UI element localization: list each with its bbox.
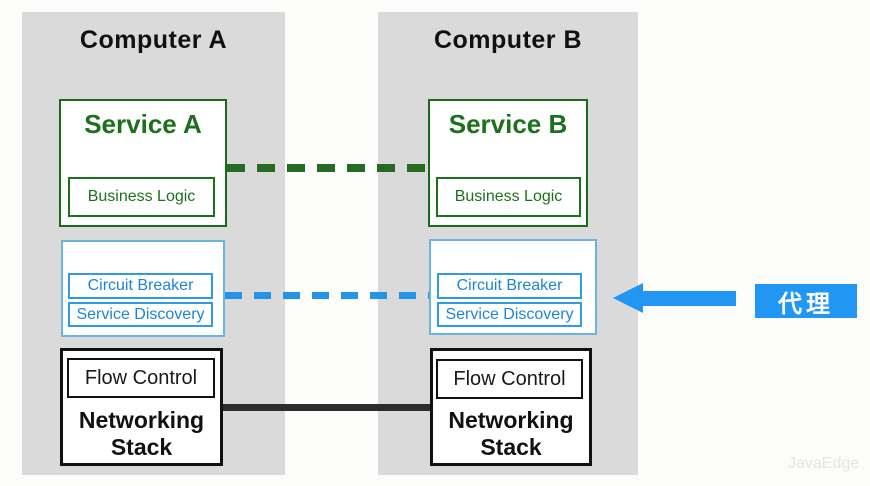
proxy-b-box: Circuit Breaker Service Discovery [429,239,597,335]
service-b-box: Service B Business Logic [428,99,588,227]
proxy-a-box: Circuit Breaker Service Discovery [61,240,225,337]
business-logic-b-box: Business Logic [436,177,581,217]
service-b-title: Service B [448,109,568,139]
business-logic-a-box: Business Logic [68,177,215,217]
watermark: JavaEdge [788,455,860,472]
circuit-breaker-b-box: Circuit Breaker [437,273,582,299]
computer-b-title: Computer B [433,26,583,54]
service-discovery-b-box: Service Discovery [437,302,582,327]
network-to-network-solid-link [223,404,430,411]
proxy-arrow-shaft [641,291,736,306]
networking-stack-b-box: Flow Control Networking Stack [430,348,592,466]
circuit-breaker-a-box: Circuit Breaker [68,273,213,299]
service-to-service-dashed-link [227,164,428,172]
service-discovery-a-box: Service Discovery [68,302,213,327]
networking-stack-b-title: Networking Stack [448,406,574,460]
service-a-title: Service A [84,109,202,139]
service-a-box: Service A Business Logic [59,99,227,227]
networking-stack-a-box: Flow Control Networking Stack [60,348,223,466]
proxy-arrow-left-icon [613,283,643,313]
networking-stack-a-title: Networking Stack [78,406,205,460]
proxy-to-proxy-dashed-link [225,292,429,299]
computer-a-title: Computer A [79,26,228,54]
proxy-annotation-label: 代理 [755,284,857,318]
flow-control-a-box: Flow Control [67,358,215,398]
flow-control-b-box: Flow Control [436,359,583,399]
